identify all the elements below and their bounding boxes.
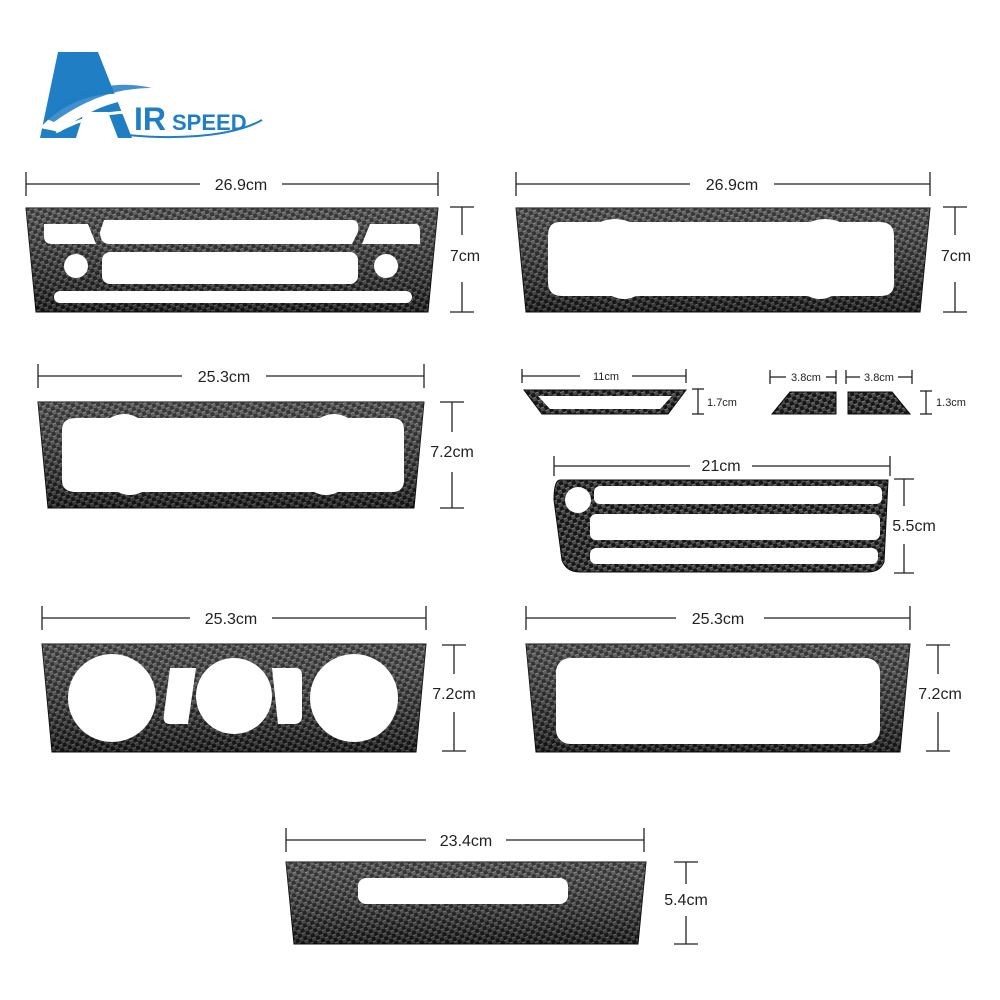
width-dimension: 25.3cm	[525, 606, 911, 630]
height-dimension: 7.2cm	[918, 644, 962, 752]
width-dimension: 25.3cm	[41, 606, 427, 630]
knob-panel: 25.3cm 7.2cm	[41, 606, 476, 753]
button-cutout	[272, 668, 302, 724]
width-label: 3.8cm	[791, 372, 821, 384]
logo-swoosh-3	[55, 110, 161, 134]
frame-panel-3: 25.3cm 7.2cm	[525, 606, 962, 753]
width-label: 26.9cm	[215, 177, 267, 194]
width-dimension: 11cm	[521, 369, 687, 383]
display-cutout	[102, 252, 358, 284]
airspeed-logo: IR SPEED	[40, 52, 263, 139]
height-label: 7.2cm	[430, 444, 474, 461]
height-label: 7cm	[941, 248, 971, 265]
cd-slot-panel: 23.4cm 5.4cm	[285, 828, 708, 945]
logo-word-speed: SPEED	[172, 110, 247, 135]
vent-slot-cutout	[590, 548, 878, 564]
slot-cutout	[54, 291, 412, 303]
height-dimension: 5.5cm	[892, 478, 936, 574]
height-label: 1.3cm	[936, 397, 966, 409]
knob-cutout	[64, 254, 88, 278]
width-label: 26.9cm	[706, 177, 758, 194]
height-label: 1.7cm	[707, 397, 737, 409]
width-label: 21cm	[701, 458, 740, 475]
knob-cutout	[68, 654, 156, 742]
height-label: 7.2cm	[432, 686, 476, 703]
height-dimension: 7cm	[450, 206, 480, 313]
width-dimension-left: 3.8cm	[769, 370, 837, 384]
height-dimension: 7.2cm	[432, 644, 476, 752]
knob-cutout	[310, 654, 398, 742]
width-label: 25.3cm	[205, 611, 257, 628]
logo-underline-swoosh	[117, 119, 263, 139]
logo-swoosh-2	[44, 84, 152, 122]
cd-slot-cutout	[358, 878, 568, 904]
small-trim: 11cm 1.7cm	[521, 369, 737, 415]
height-dimension: 1.3cm	[920, 390, 966, 415]
height-label: 5.4cm	[664, 892, 708, 909]
width-dimension-right: 3.8cm	[845, 370, 913, 384]
height-dimension: 7cm	[941, 206, 971, 313]
cutout	[100, 220, 359, 244]
width-dimension: 26.9cm	[25, 172, 439, 196]
carbon-mini-trim-left	[770, 391, 837, 415]
vent-panel: 21cm 5.5cm	[553, 456, 936, 574]
knob-cutout	[374, 254, 398, 278]
logo-word-ir: IR	[134, 101, 166, 137]
carbon-mini-trim-right	[847, 391, 912, 415]
button-cutout	[163, 668, 196, 724]
height-dimension: 5.4cm	[664, 861, 708, 945]
knob-cutout	[196, 658, 272, 734]
mini-trims: 3.8cm 3.8cm 1.3cm	[769, 370, 966, 415]
width-label: 25.3cm	[198, 369, 250, 386]
height-label: 5.5cm	[892, 518, 936, 535]
cutout	[44, 224, 96, 244]
trim-cutout	[538, 396, 672, 409]
vent-slot-cutout	[590, 514, 880, 540]
cutout	[362, 224, 420, 244]
logo-swoosh-1	[40, 93, 150, 132]
height-dimension: 7.2cm	[430, 401, 474, 509]
width-dimension: 25.3cm	[37, 364, 425, 388]
frame-panel-2: 25.3cm 7.2cm	[37, 364, 474, 509]
height-dimension: 1.7cm	[692, 388, 737, 415]
width-label: 3.8cm	[864, 372, 894, 384]
display-cutout	[62, 414, 404, 495]
height-label: 7.2cm	[918, 686, 962, 703]
width-label: 25.3cm	[692, 611, 744, 628]
height-label: 7cm	[450, 248, 480, 265]
vent-slot-cutout	[594, 486, 882, 504]
width-label: 11cm	[593, 371, 619, 383]
frame-panel-1: 26.9cm 7cm	[515, 172, 971, 313]
width-dimension: 23.4cm	[285, 828, 645, 852]
display-cutout	[548, 219, 894, 299]
radio-panel-1: 26.9cm 7cm	[25, 172, 480, 313]
display-cutout	[556, 658, 880, 744]
width-dimension: 21cm	[553, 456, 891, 476]
button-cutout	[565, 487, 591, 513]
width-label: 23.4cm	[440, 833, 492, 850]
width-dimension: 26.9cm	[515, 172, 931, 196]
